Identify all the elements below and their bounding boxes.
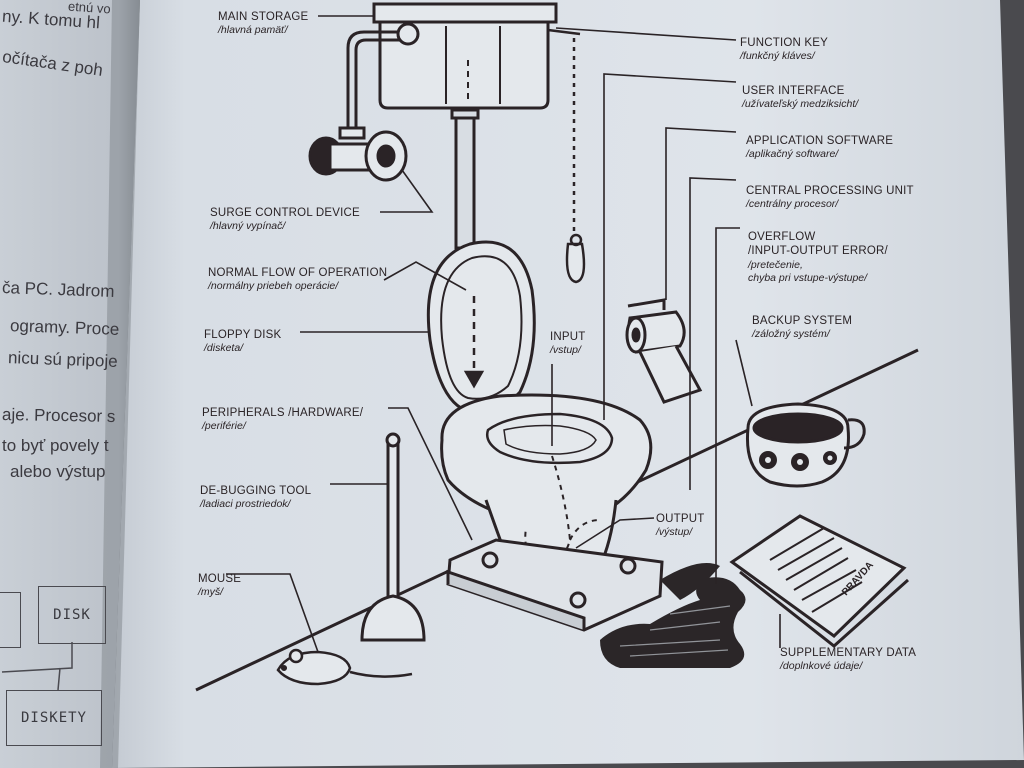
label-function-key: FUNCTION KEY/funkčný kláves/ bbox=[740, 36, 828, 64]
box-connectors bbox=[0, 0, 120, 768]
label-application-software: APPLICATION SOFTWARE/aplikačný software/ bbox=[746, 134, 893, 162]
label-peripherals: PERIPHERALS /HARDWARE//periférie/ bbox=[202, 406, 363, 434]
drop-pipe bbox=[452, 108, 478, 248]
label-mouse: MOUSE/myš/ bbox=[198, 572, 241, 600]
label-cpu: CENTRAL PROCESSING UNIT/centrálny proces… bbox=[746, 184, 914, 212]
cistern-tank bbox=[374, 4, 556, 108]
label-backup-system: BACKUP SYSTEM/záložný systém/ bbox=[752, 314, 852, 342]
label-floppy-disk: FLOPPY DISK/disketa/ bbox=[204, 328, 281, 356]
label-debugging-tool: DE-BUGGING TOOL/ladiaci prostriedok/ bbox=[200, 484, 311, 512]
label-output: OUTPUT/výstup/ bbox=[656, 512, 704, 540]
toilet-lid bbox=[428, 242, 534, 412]
label-main-storage: MAIN STORAGE/hlavná pamäť/ bbox=[218, 10, 308, 38]
label-normal-flow: NORMAL FLOW OF OPERATION/normálny priebe… bbox=[208, 266, 387, 294]
label-surge-control: SURGE CONTROL DEVICE/hlavný vypínač/ bbox=[210, 206, 360, 234]
label-overflow: OVERFLOW/INPUT-OUTPUT ERROR//pretečenie,… bbox=[748, 230, 888, 285]
label-user-interface: USER INTERFACE/užívateľský medziksicht/ bbox=[742, 84, 858, 112]
label-input: INPUT/vstup/ bbox=[550, 330, 586, 358]
label-supplementary-data: SUPPLEMENTARY DATA/doplnkové údaje/ bbox=[780, 646, 916, 674]
